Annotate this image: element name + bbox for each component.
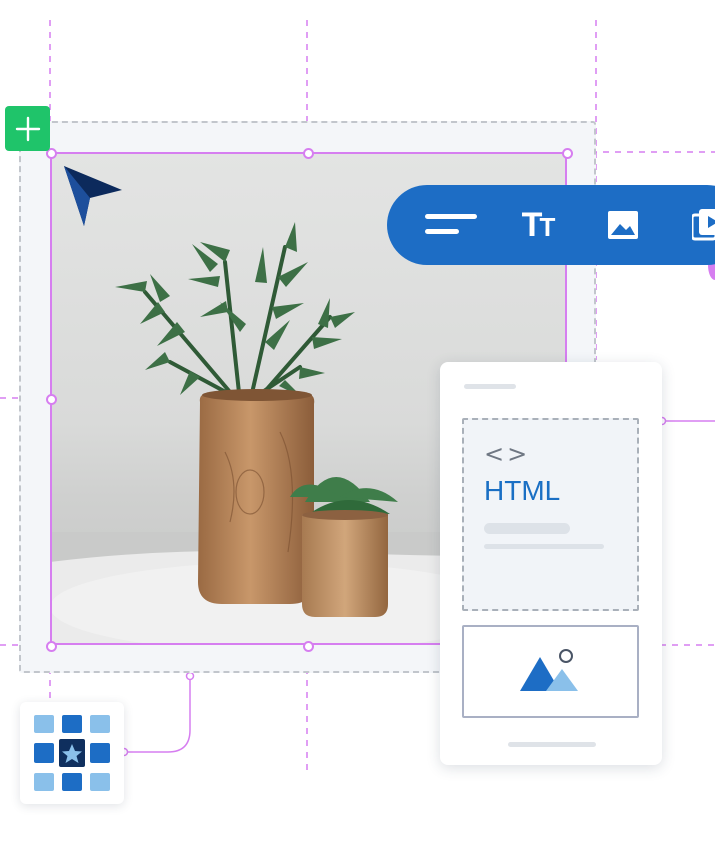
text-size-button[interactable]: TT [511,203,563,247]
resize-handle-top-right[interactable] [562,148,573,159]
resize-handle-middle-left[interactable] [46,394,57,405]
add-image-button[interactable] [597,203,649,247]
image-widget[interactable] [462,625,639,718]
connector-dot [708,250,715,280]
plant-photo[interactable] [50,152,567,645]
video-gallery-icon [692,209,715,241]
app-market-button[interactable] [20,702,124,804]
app-grid-star-icon [34,715,110,791]
text-size-icon: TT [521,206,556,244]
panel-footer-bar [508,742,596,747]
add-element-button[interactable] [5,106,50,151]
widget-panel: <> HTML [440,362,662,765]
panel-handle-bar [464,384,516,389]
text-align-icon [425,214,477,234]
add-video-gallery-button[interactable] [683,203,715,247]
image-icon [608,211,638,239]
mountain-image-icon [519,648,578,691]
plus-icon [15,116,40,141]
code-icon: <> [484,440,531,468]
navigation-arrow-icon [64,166,122,226]
text-align-button[interactable] [425,203,477,247]
placeholder-line [484,544,604,549]
element-toolbar: TT [387,185,715,265]
html-widget-label: HTML [484,475,561,506]
resize-handle-bottom-middle[interactable] [303,641,314,652]
resize-handle-bottom-left[interactable] [46,641,57,652]
resize-handle-top-middle[interactable] [303,148,314,159]
placeholder-line [484,523,570,534]
html-widget[interactable]: <> HTML [462,418,639,611]
